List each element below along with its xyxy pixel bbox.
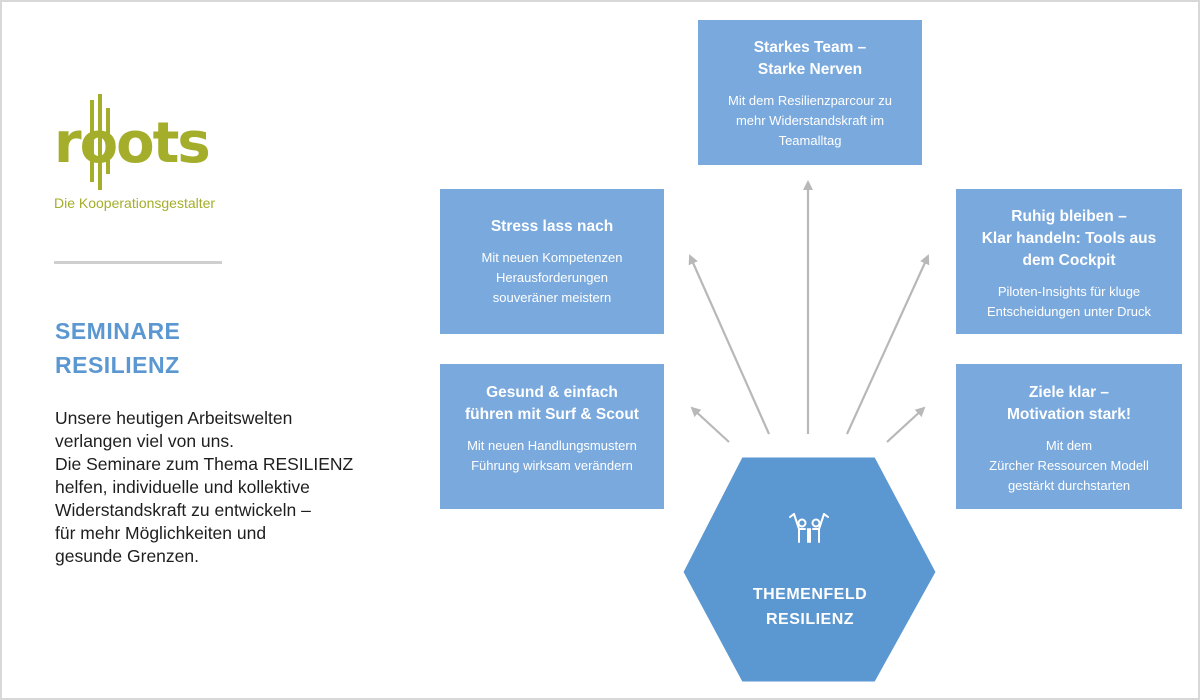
topic-desc-line: Mit dem Resilienzparcour zu: [727, 93, 892, 108]
topic-desc-line: Mit neuen Handlungsmustern: [467, 438, 637, 453]
topic-desc-line: Herausforderungen: [495, 270, 609, 285]
arrow-to-lower-right: [886, 406, 926, 443]
hub-hexagon: [682, 456, 937, 683]
topic-title-line: Starke Nerven: [757, 61, 863, 78]
topic-title-line: Klar handeln: Tools aus: [981, 230, 1157, 247]
intro-line: Widerstandskraft zu entwickeln –: [55, 500, 311, 520]
section-title: SEMINARE RESILIENZ: [55, 314, 180, 382]
topic-title: Ruhig bleiben – Klar handeln: Tools aus …: [956, 206, 1182, 272]
topic-title-line: Starkes Team –: [753, 39, 867, 56]
topic-description: Mit dem Resilienzparcour zu mehr Widerst…: [698, 91, 922, 151]
topic-desc-line: Mit dem: [1045, 438, 1093, 453]
logo-wordmark: roots: [54, 111, 211, 176]
topic-desc-line: Piloten-Insights für kluge: [997, 284, 1141, 299]
topic-description: Mit neuen Kompetenzen Herausforderungen …: [440, 248, 664, 308]
topic-title-line: dem Cockpit: [1022, 252, 1116, 269]
intro-line: verlangen viel von uns.: [55, 431, 234, 451]
divider: [54, 261, 222, 264]
topic-title-line: Ruhig bleiben –: [1011, 208, 1127, 225]
topic-desc-line: Mit neuen Kompetenzen: [481, 250, 623, 265]
topic-box-ziele-klar: Ziele klar – Motivation stark! Mit dem Z…: [956, 364, 1182, 509]
topic-title: Starkes Team – Starke Nerven: [698, 37, 922, 81]
topic-desc-line: gestärkt durchstarten: [1007, 478, 1131, 493]
topic-box-stress-lass-nach: Stress lass nach Mit neuen Kompetenzen H…: [440, 189, 664, 334]
intro-line: gesunde Grenzen.: [55, 546, 199, 566]
arrow-to-upper-left: [688, 254, 771, 435]
topic-title-line: Stress lass nach: [490, 218, 614, 235]
section-title-line: RESILIENZ: [55, 352, 180, 378]
intro-line: Unsere heutigen Arbeitswelten: [55, 408, 293, 428]
logo-mark-icon: [90, 94, 110, 190]
hub-label: THEMENFELD RESILIENZ: [702, 582, 918, 632]
topic-description: Piloten-Insights für kluge Entscheidunge…: [956, 282, 1182, 322]
hub-label-line: RESILIENZ: [765, 611, 855, 628]
roots-logo: roots: [54, 94, 234, 194]
topic-desc-line: Entscheidungen unter Druck: [986, 304, 1152, 319]
topic-description: Mit neuen Handlungsmustern Führung wirks…: [440, 436, 664, 476]
topic-title: Gesund & einfach führen mit Surf & Scout: [440, 382, 664, 426]
topic-desc-line: souveräner meistern: [492, 290, 612, 305]
hub-label-line: THEMENFELD: [752, 586, 868, 603]
topic-title-line: Gesund & einfach: [486, 384, 618, 401]
intro-line: für mehr Möglichkeiten und: [55, 523, 267, 543]
topic-box-starkes-team: Starkes Team – Starke Nerven Mit dem Res…: [698, 20, 922, 165]
topic-box-ruhig-bleiben: Ruhig bleiben – Klar handeln: Tools aus …: [956, 189, 1182, 334]
topic-desc-line: mehr Widerstandskraft im: [735, 113, 885, 128]
topic-desc-line: Teamalltag: [778, 133, 842, 148]
section-title-line: SEMINARE: [55, 318, 181, 344]
people-cheering-icon: [789, 513, 829, 543]
topic-title-line: Ziele klar –: [1028, 384, 1110, 401]
topic-title: Ziele klar – Motivation stark!: [956, 382, 1182, 426]
topic-title-line: führen mit Surf & Scout: [465, 406, 639, 423]
arrow-to-lower-left: [690, 406, 730, 443]
topic-description: Mit dem Zürcher Ressourcen Modell gestär…: [956, 436, 1182, 496]
intro-line: Die Seminare zum Thema RESILIENZ: [55, 454, 354, 474]
topic-title-line: Motivation stark!: [1006, 406, 1131, 423]
topic-desc-line: Zürcher Ressourcen Modell: [989, 458, 1149, 473]
topic-box-gesund-einfach-fuehren: Gesund & einfach führen mit Surf & Scout…: [440, 364, 664, 509]
arrow-to-upper-right: [845, 254, 930, 435]
logo-tagline: Die Kooperationsgestalter: [54, 195, 216, 211]
intro-text: Unsere heutigen Arbeitswelten verlangen …: [55, 407, 385, 568]
intro-line: helfen, individuelle und kollektive: [55, 477, 310, 497]
topic-title: Stress lass nach: [440, 216, 664, 238]
topic-desc-line: Führung wirksam verändern: [471, 458, 633, 473]
